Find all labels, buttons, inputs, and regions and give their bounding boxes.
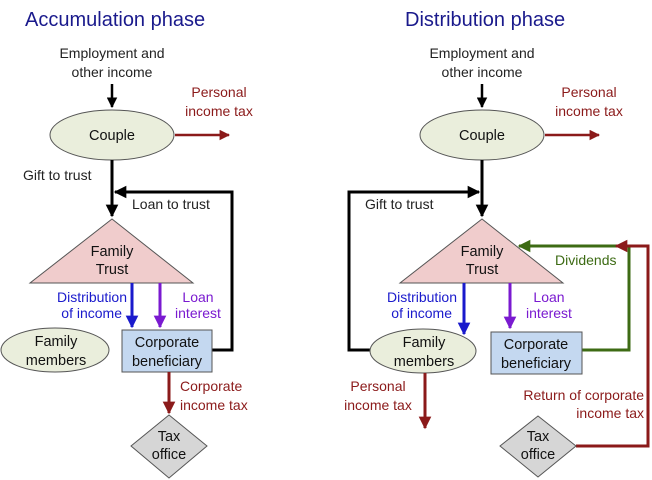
distribution-title: Distribution phase (405, 9, 565, 31)
gift-to-trust-label: Gift to trust (23, 167, 92, 183)
corporate-beneficiary-label-line2: beneficiary (132, 354, 203, 370)
family-members-label-line2: members (394, 354, 454, 370)
gift-to-trust-arrow (347, 185, 481, 352)
corporate-beneficiary-label-line1: Corporate (504, 337, 568, 353)
loan-interest-label-line2: interest (175, 305, 221, 321)
personal-tax-members-label-line1: Personal (350, 378, 405, 394)
tax-office-label-line2: office (521, 447, 555, 463)
couple-label: Couple (89, 128, 135, 144)
family-trust-node (28, 218, 195, 284)
return-tax-label-line2: income tax (576, 405, 644, 421)
income-source-label-line1: Employment and (429, 45, 534, 61)
income-source-label-line2: other income (72, 64, 153, 80)
family-trust-label-line2: Trust (96, 262, 129, 278)
loan-to-trust-label: Loan to trust (132, 196, 210, 212)
accumulation-title: Accumulation phase (25, 9, 205, 31)
family-trust-label-line1: Family (91, 244, 134, 260)
distribution-label-line2: of income (61, 305, 122, 321)
income-source-label-line2: other income (442, 64, 523, 80)
distribution-phase-panel: Distribution phase Employment and other … (344, 9, 650, 478)
loan-interest-label-line1: Loan (182, 289, 213, 305)
return-tax-label-line1: Return of corporate (523, 387, 644, 403)
personal-tax-label-line1: Personal (191, 84, 246, 100)
return-corporate-tax-arrow (576, 239, 650, 448)
gift-to-trust-label: Gift to trust (365, 196, 434, 212)
distribution-label-line1: Distribution (387, 289, 457, 305)
family-members-node (369, 328, 477, 374)
family-members-label-line2: members (26, 353, 86, 369)
personal-tax-label-line2: income tax (185, 103, 253, 119)
distribution-label-line2: of income (391, 305, 452, 321)
personal-tax-label-line2: income tax (555, 103, 623, 119)
tax-office-label-line1: Tax (527, 429, 550, 445)
family-trust-label-line2: Trust (466, 262, 499, 278)
income-source-label-line1: Employment and (59, 45, 164, 61)
loan-interest-label-line1: Loan (533, 289, 564, 305)
couple-label: Couple (459, 128, 505, 144)
tax-office-label-line1: Tax (158, 429, 181, 445)
distribution-label-line1: Distribution (57, 289, 127, 305)
family-trust-label-line1: Family (461, 244, 504, 260)
personal-tax-members-label-line2: income tax (344, 397, 412, 413)
loan-interest-label-line2: interest (526, 305, 572, 321)
family-members-label-line1: Family (403, 335, 446, 351)
accumulation-phase-panel: Accumulation phase Employment and other … (0, 9, 253, 479)
loan-to-trust-arrow (113, 185, 234, 352)
tax-office-node (499, 415, 577, 478)
dividends-arrow (517, 239, 631, 352)
tax-office-label-line2: office (152, 447, 186, 463)
personal-tax-label-line1: Personal (561, 84, 616, 100)
corporate-beneficiary-label-line1: Corporate (135, 335, 199, 351)
corporate-beneficiary-node (490, 331, 583, 375)
corporate-beneficiary-label-line2: beneficiary (501, 356, 572, 372)
corporate-beneficiary-node (121, 329, 213, 373)
family-members-node (0, 327, 110, 373)
corporate-tax-label-line1: Corporate (180, 378, 242, 394)
tax-office-node (130, 414, 208, 479)
corporate-tax-label-line2: income tax (180, 397, 248, 413)
family-members-label-line1: Family (35, 334, 78, 350)
dividends-label: Dividends (555, 252, 616, 268)
